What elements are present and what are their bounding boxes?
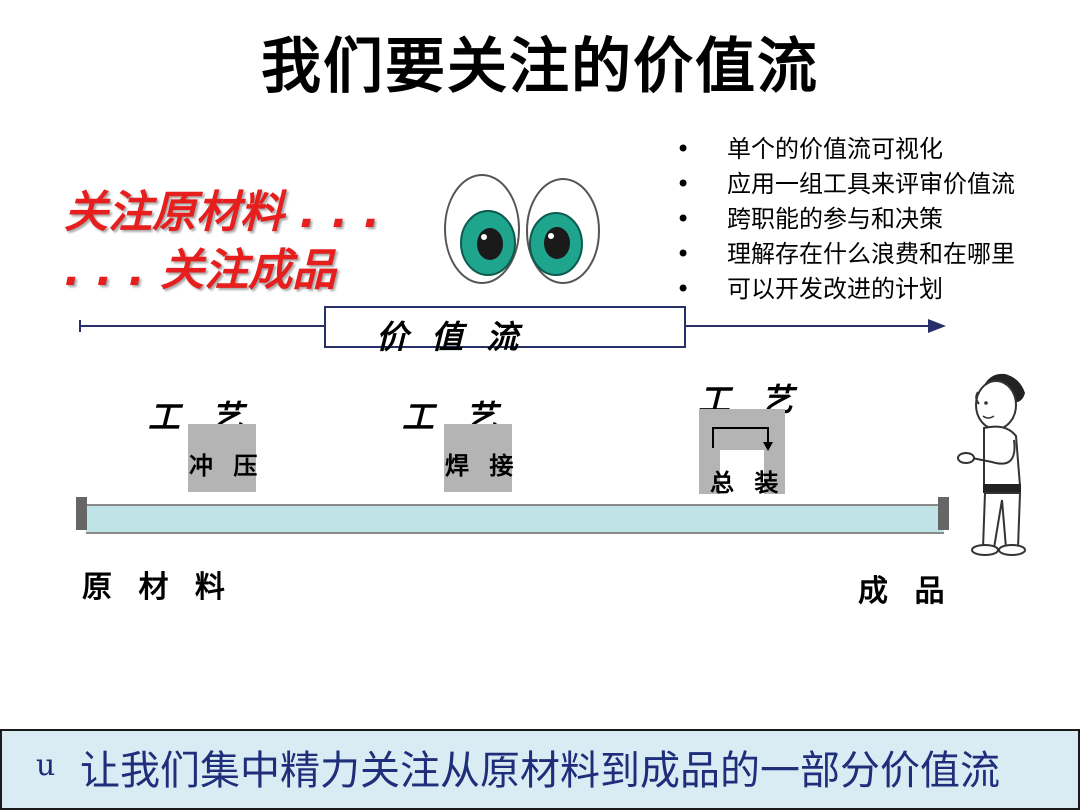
benefit-list: • 单个的价值流可视化 • 应用一组工具来评审价值流 • 跨职能的参与和决策 • 理解存… [672, 132, 1015, 307]
bullet-icon: • [676, 205, 691, 233]
list-item-text: 单个的价值流可视化 [727, 135, 943, 163]
process-name-stamping: 冲 压 [189, 452, 264, 480]
list-item: • 应用一组工具来评审价值流 [672, 167, 1015, 202]
bullet-icon: • [676, 240, 691, 268]
list-item: • 单个的价值流可视化 [672, 132, 1015, 167]
process-box-stamping [188, 424, 256, 492]
footer-text: 让我们集中精力关注从原材料到成品的一部分价值流 [80, 748, 1000, 794]
list-item-text: 理解存在什么浪费和在哪里 [727, 240, 1015, 268]
finished-product-label: 成 品 [858, 574, 953, 609]
raw-material-label: 原 材 料 [82, 570, 233, 605]
arrow-head-icon [928, 319, 946, 333]
bullet-icon: • [676, 170, 691, 198]
focus-raw-material-text: 关注原材料 . . . [64, 187, 381, 238]
list-item: • 可以开发改进的计划 [672, 272, 1015, 307]
bullet-icon: • [676, 135, 691, 163]
page-title: 我们要关注的价值流 [261, 32, 819, 102]
value-stream-box [324, 306, 686, 348]
loop-arrow-icon [712, 427, 773, 451]
left-eye [444, 174, 520, 284]
list-item-text: 应用一组工具来评审价值流 [727, 170, 1015, 198]
list-item-text: 可以开发改进的计划 [727, 275, 943, 303]
focus-finished-product-text: . . . 关注成品 [64, 245, 337, 296]
footer-bullet-marker: u [36, 748, 56, 783]
footer-banner [0, 729, 1080, 810]
process-box-welding [444, 424, 512, 492]
list-item: • 跨职能的参与和决策 [672, 202, 1015, 237]
list-item-text: 跨职能的参与和决策 [727, 205, 943, 233]
right-eye [526, 178, 600, 284]
list-item: • 理解存在什么浪费和在哪里 [672, 237, 1015, 272]
process-name-welding: 焊 接 [445, 452, 520, 480]
value-stream-label: 价 值 流 [376, 318, 525, 356]
process-name-assembly: 总 装 [710, 469, 785, 497]
bullet-icon: • [676, 275, 691, 303]
